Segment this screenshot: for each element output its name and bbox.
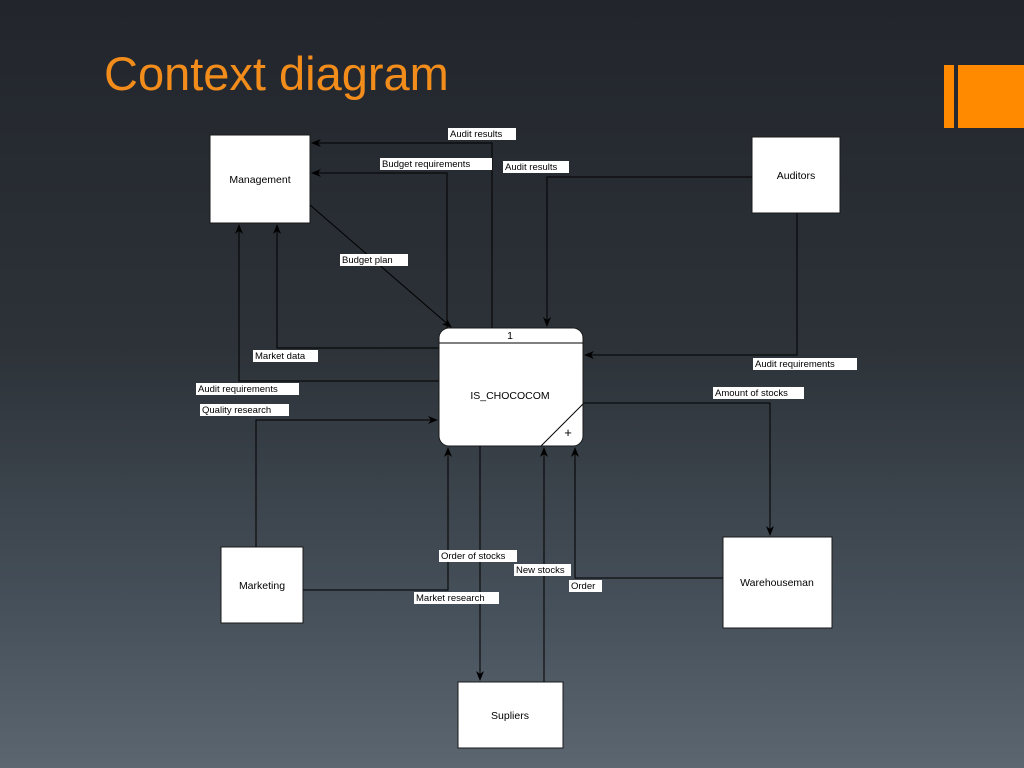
process-box [438, 327, 584, 447]
flow-label-bg [253, 350, 318, 362]
flow-label-market-data: Market data [253, 350, 318, 362]
flow-label-bg [439, 550, 517, 562]
flow-label-quality-research: Quality research [200, 404, 289, 416]
flow-line-order [571, 447, 723, 579]
flow-label-audit-results-to-management: Audit results [448, 128, 516, 140]
flow-label-audit-requirements-to-management: Audit requirements [196, 383, 299, 395]
flow-label-text: Budget requirements [382, 159, 470, 170]
flow-label-bg [569, 580, 602, 592]
entity-supliers: Supliers [457, 681, 564, 749]
flow-label-bg [196, 383, 299, 395]
flow-label-market-research: Market research [414, 592, 499, 604]
entity-supliers-box [457, 681, 564, 749]
process-expand-marker: + [564, 425, 572, 440]
flow-label-order: Order [569, 580, 602, 592]
entity-management-label: Management [229, 174, 290, 186]
flow-label-text: Market research [416, 593, 485, 604]
flow-line-audit-requirements-from-auditors [584, 213, 798, 359]
flow-label-text: Audit results [450, 129, 503, 140]
flow-line-audit-results-to-management [311, 139, 493, 328]
flow-line-budget-requirements [311, 169, 448, 328]
flow-line-audit-results-from-auditors [543, 176, 752, 327]
flow-label-bg [753, 358, 857, 370]
flow-label-bg [448, 128, 516, 140]
entity-marketing: Marketing [220, 546, 304, 624]
entity-warehouseman-box [722, 536, 833, 629]
flow-label-text: Quality research [202, 405, 271, 416]
entity-warehouseman-label: Warehouseman [740, 577, 814, 589]
flow-label-bg [713, 387, 804, 399]
entity-marketing-box [220, 546, 304, 624]
flow-label-budget-plan: Budget plan [340, 254, 408, 266]
flow-label-amount-of-stocks: Amount of stocks [713, 387, 804, 399]
flow-line-market-research [303, 447, 452, 591]
flow-label-audit-results-from-auditors: Audit results [503, 161, 569, 173]
flow-label-new-stocks: New stocks [514, 564, 571, 576]
entity-management: Management [209, 134, 311, 224]
flow-label-bg [414, 592, 499, 604]
flow-label-text: New stocks [516, 565, 565, 576]
flow-label-bg [380, 158, 492, 170]
flow-line-audit-requirements-to-management [235, 224, 439, 382]
entity-warehouseman: Warehouseman [722, 536, 833, 629]
entity-supliers-label: Supliers [491, 710, 529, 722]
slide-title: Context diagram [104, 47, 449, 100]
flow-label-bg [200, 404, 289, 416]
flow-label-text: Amount of stocks [715, 388, 788, 399]
accent-block [958, 65, 1024, 128]
process-number: 1 [507, 330, 513, 342]
flow-label-bg [514, 564, 571, 576]
process-corner-diagonal [540, 403, 584, 447]
flow-label-text: Order of stocks [441, 551, 506, 562]
flow-label-text: Audit results [505, 162, 558, 173]
flow-line-amount-of-stocks [583, 402, 774, 536]
flow-label-budget-requirements: Budget requirements [380, 158, 492, 170]
flow-line-quality-research [255, 416, 438, 547]
process-name: IS_CHOCOCOM [470, 390, 549, 402]
flow-label-bg [340, 254, 408, 266]
entity-auditors: Auditors [751, 136, 841, 214]
entity-auditors-label: Auditors [777, 170, 816, 182]
flow-label-order-of-stocks: Order of stocks [439, 550, 517, 562]
process-is-chococom: 1 IS_CHOCOCOM + [438, 327, 584, 447]
flow-label-audit-requirements-from-auditors: Audit requirements [753, 358, 857, 370]
flow-label-text: Order [571, 581, 595, 592]
flow-label-text: Market data [255, 351, 306, 362]
flow-label-text: Audit requirements [198, 384, 278, 395]
flow-label-bg [503, 161, 569, 173]
accent-bar [944, 65, 954, 128]
entity-management-box [209, 134, 311, 224]
entity-marketing-label: Marketing [239, 580, 285, 592]
flow-label-text: Budget plan [342, 255, 393, 266]
flow-label-text: Audit requirements [755, 359, 835, 370]
entity-auditors-box [751, 136, 841, 214]
flow-line-market-data [273, 224, 439, 349]
